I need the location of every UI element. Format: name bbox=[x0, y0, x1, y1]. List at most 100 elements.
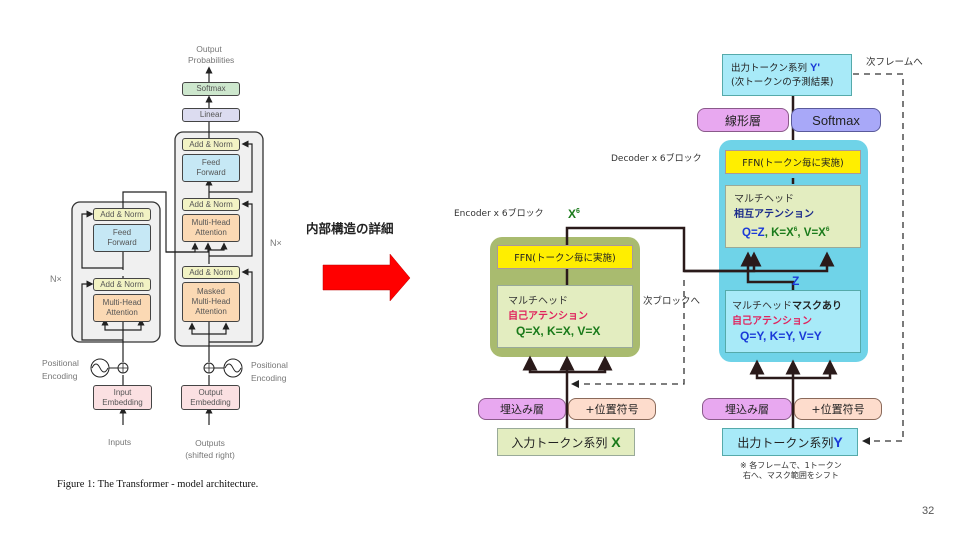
softmax-label: Softmax bbox=[812, 112, 860, 128]
probabilities-label: Probabilities bbox=[188, 55, 235, 65]
addnorm-label: Add & Norm bbox=[100, 209, 144, 219]
output-probabilities-label: Output Probabilities bbox=[188, 44, 235, 66]
note-l1: ※ 各フレームで、1トークン bbox=[740, 461, 842, 470]
posenc-label: +位置符号 bbox=[585, 403, 639, 416]
decoder-label: Decoder x 6ブロック bbox=[611, 154, 702, 164]
input-seq-box: 入力トークン系列 X bbox=[497, 428, 635, 456]
dec-addnorm-1: Add & Norm bbox=[182, 266, 240, 279]
encoding-word: Encoding bbox=[251, 373, 287, 383]
enc-attention-box: マルチヘッド 自己アテンション Q=X, K=X, V=X bbox=[497, 285, 633, 348]
mh-label-2: Attention bbox=[106, 308, 138, 317]
ff-label-2: Forward bbox=[107, 238, 137, 247]
x6-var: X bbox=[568, 207, 577, 221]
addnorm-label: Add & Norm bbox=[189, 139, 233, 149]
shift-note: ※ 各フレームで、1トークン 右へ、マスク範囲をシフト bbox=[740, 461, 842, 481]
linear-label: Linear bbox=[199, 110, 223, 119]
enc-addnorm-1: Add & Norm bbox=[93, 278, 151, 291]
addnorm-label: Add & Norm bbox=[189, 199, 233, 209]
softmax-layer-box: Softmax bbox=[791, 108, 881, 132]
ie-2: Embedding bbox=[102, 397, 143, 407]
next-block-label: 次ブロックへ bbox=[643, 296, 701, 307]
big-red-arrow bbox=[322, 253, 411, 302]
x6-label: X6 bbox=[568, 207, 580, 221]
posenc-label: +位置符号 bbox=[811, 403, 865, 416]
page-number: 32 bbox=[922, 505, 935, 517]
dec-posenc-box: +位置符号 bbox=[794, 398, 882, 420]
positional-word: Positional bbox=[251, 360, 288, 370]
mh-label-2: Attention bbox=[195, 228, 227, 237]
dec-addnorm-3: Add & Norm bbox=[182, 138, 240, 151]
dec-embed-box: 埋込み層 bbox=[702, 398, 792, 420]
dec-positional-label: Positional Encoding bbox=[251, 359, 288, 385]
mh-label-1: Multi-Head bbox=[102, 298, 142, 307]
result-l1: 出力トークン系列 bbox=[731, 62, 808, 74]
oe-1: Output bbox=[198, 387, 223, 397]
enc-attn-l2: 自己アテンション bbox=[508, 311, 588, 322]
cross-l1: マルチヘッド bbox=[734, 194, 794, 206]
outputs-word: Outputs bbox=[195, 438, 225, 448]
dec-cross-attention-box: マルチヘッド 相互アテンション Q=Z, K=X6, V=X6 bbox=[725, 185, 861, 248]
encoding-word: Encoding bbox=[42, 371, 78, 381]
enc-addnorm-2: Add & Norm bbox=[93, 208, 151, 221]
enc-ffn-box: FFN(トークン毎に実施) bbox=[497, 245, 633, 269]
note-l2: 右へ、マスク範囲をシフト bbox=[742, 471, 839, 480]
next-frame-label: 次フレームへ bbox=[866, 57, 923, 68]
positional-word: Positional bbox=[42, 358, 79, 368]
masked-label-2: Multi-Head bbox=[191, 297, 231, 306]
z-label: Z bbox=[792, 274, 800, 288]
next-block-arrowhead bbox=[571, 380, 579, 388]
enc-embed-box: 埋込み層 bbox=[478, 398, 566, 420]
ffn-label: FFN(トークン毎に実施) bbox=[742, 158, 844, 169]
oe-2: Embedding bbox=[190, 397, 231, 407]
embed-label: 埋込み層 bbox=[500, 403, 544, 416]
figure-caption: Figure 1: The Transformer - model archit… bbox=[57, 479, 259, 490]
arrow-label: 内部構造の詳細 bbox=[306, 221, 394, 236]
linear-layer-box: 線形層 bbox=[697, 108, 789, 132]
softmax-box: Softmax bbox=[182, 82, 240, 96]
linear-box: Linear bbox=[182, 108, 240, 122]
result-box: 出力トークン系列 Y' (次トークンの予測結果) bbox=[722, 54, 852, 96]
cross-k-sup: 6 bbox=[793, 226, 798, 234]
mh-label-1: Multi-Head bbox=[191, 218, 231, 227]
cross-l2: 相互アテンション bbox=[734, 209, 814, 221]
dec-ffn-box: FFN(トークン毎に実施) bbox=[725, 150, 861, 174]
enc-positional-label: Positional Encoding bbox=[42, 357, 79, 383]
dec-self-attention-box: マルチヘッドマスクあり 自己アテンション Q=Y, K=Y, V=Y bbox=[725, 290, 861, 353]
dec-nx-label: N× bbox=[270, 238, 282, 248]
x6-sup: 6 bbox=[576, 208, 580, 215]
ffn-label: FFN(トークン毎に実施) bbox=[514, 253, 616, 264]
addnorm-label: Add & Norm bbox=[189, 267, 233, 277]
self-l1b: マスクあり bbox=[792, 301, 842, 312]
cross-v: V=X bbox=[803, 226, 826, 239]
softmax-label: Softmax bbox=[196, 84, 226, 93]
self-l2: 自己アテンション bbox=[732, 316, 812, 327]
ff-label-1: Feed bbox=[201, 158, 221, 167]
masked-label-3: Attention bbox=[195, 307, 227, 316]
masked-label-1: Masked bbox=[196, 287, 225, 296]
ff-label-1: Feed bbox=[112, 228, 132, 237]
ie-1: Input bbox=[113, 387, 132, 397]
encoder-label: Encoder x 6ブロック bbox=[454, 209, 544, 219]
enc-attn-qkv: Q=X, K=X, V=X bbox=[516, 324, 601, 338]
dec-addnorm-2: Add & Norm bbox=[182, 198, 240, 211]
enc-attn-l1: マルチヘッド bbox=[508, 296, 568, 307]
self-qkv: Q=Y, K=Y, V=Y bbox=[740, 329, 822, 343]
cross-qkv: Q=Z, K=X6, V=X6 bbox=[742, 226, 830, 239]
input-var: X bbox=[611, 434, 621, 450]
enc-posenc-box: +位置符号 bbox=[568, 398, 656, 420]
outputs-label: Outputs (shifted right) bbox=[181, 437, 239, 461]
ff-label-2: Forward bbox=[196, 168, 226, 177]
shifted-right: (shifted right) bbox=[185, 450, 235, 460]
inputs-label: Inputs bbox=[108, 437, 132, 447]
cross-q: Q=Z bbox=[742, 226, 765, 239]
output-seq-label: 出力トークン系列 bbox=[737, 435, 834, 450]
embed-label: 埋込み層 bbox=[725, 403, 769, 416]
enc-nx-label: N× bbox=[50, 274, 62, 284]
